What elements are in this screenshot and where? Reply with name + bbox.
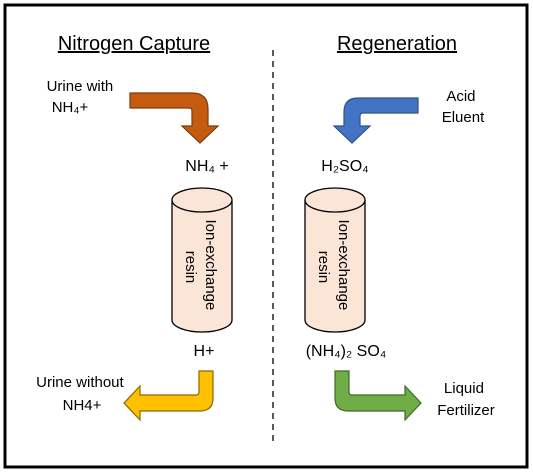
regeneration-output-line1: Liquid — [444, 380, 484, 397]
capture-bottom-chem: H+ — [194, 343, 215, 360]
capture-input-arrow — [129, 92, 220, 144]
capture-resin-label: Ion-exchange resin — [182, 219, 219, 314]
regeneration-input-label: Acid Eluent — [442, 88, 485, 126]
capture-input-line2: NH₄+ — [52, 99, 89, 116]
regeneration-resin-line2: resin — [315, 251, 332, 284]
regeneration-input-line2: Eluent — [442, 109, 485, 126]
regeneration-top-chem: H₂SO₄ — [321, 158, 368, 175]
capture-resin-cylinder — [171, 187, 233, 333]
regeneration-input-arrow — [332, 97, 419, 144]
capture-input-line1: Urine with — [47, 78, 114, 95]
regeneration-input-line1: Acid — [446, 88, 475, 105]
capture-title: Nitrogen Capture — [58, 33, 210, 55]
diagram-frame — [3, 3, 529, 469]
capture-resin-line1: Ion-exchange — [202, 219, 219, 310]
regeneration-output-line2: Fertilizer — [437, 402, 495, 419]
regeneration-title: Regeneration — [337, 33, 457, 55]
regeneration-output-label: Liquid Fertilizer — [437, 380, 495, 419]
capture-input-label: Urine with NH₄+ — [47, 78, 118, 116]
regeneration-resin-cylinder — [304, 187, 366, 333]
regeneration-bottom-chem: (NH₄)₂ SO₄ — [306, 343, 387, 360]
capture-resin-line2: resin — [182, 251, 199, 284]
capture-output-arrow — [123, 370, 214, 422]
capture-top-chem: NH₄ + — [185, 158, 228, 175]
regeneration-resin-line1: Ion-exchange — [335, 219, 352, 310]
capture-output-line1: Urine without — [36, 374, 124, 391]
capture-output-line2: NH4+ — [63, 397, 102, 414]
regeneration-output-arrow — [334, 370, 422, 422]
capture-output-label: Urine without NH4+ — [36, 374, 128, 414]
regeneration-resin-label: Ion-exchange resin — [315, 219, 352, 314]
